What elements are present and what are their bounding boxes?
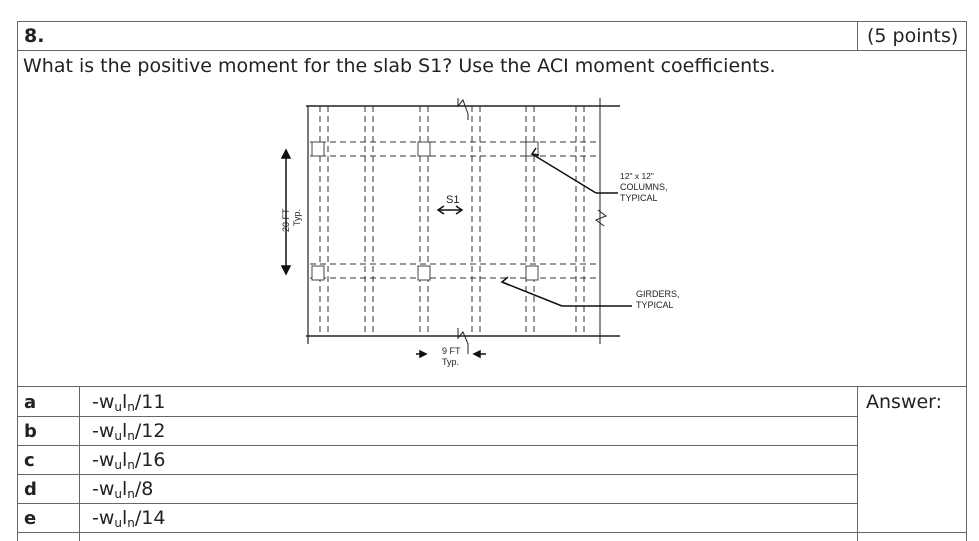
question-number: 8. <box>24 25 45 47</box>
columns-label-3: TYPICAL <box>620 193 658 203</box>
spacing-label-2: Typ. <box>442 357 459 367</box>
columns-label-1: 12" x 12" <box>620 171 654 181</box>
points-label: (5 points) <box>867 25 959 47</box>
option-letter: a <box>24 392 37 413</box>
span-label-2: Typ. <box>292 209 302 226</box>
option-a[interactable]: -wuln/11 <box>92 391 166 414</box>
option-letter: b <box>24 421 37 442</box>
slab-label: S1 <box>446 194 459 206</box>
question-prompt: What is the positive moment for the slab… <box>23 55 776 77</box>
option-e[interactable]: -wuln/14 <box>92 507 166 530</box>
span-label-1: 20 FT <box>281 208 291 232</box>
answer-label: Answer: <box>866 391 943 413</box>
floor-plan-diagram: S1 12" x 12" COLUMNS, TYPICAL GIRDERS, T… <box>280 98 680 367</box>
option-letter: d <box>24 479 37 500</box>
option-d[interactable]: -wuln/8 <box>92 478 154 501</box>
option-letter: e <box>24 508 37 529</box>
option-b[interactable]: -wuln/12 <box>92 420 166 443</box>
option-letter: c <box>24 450 35 471</box>
columns-label-2: COLUMNS, <box>620 182 668 192</box>
spacing-label-1: 9 FT <box>442 346 461 356</box>
option-c[interactable]: -wuln/16 <box>92 449 166 472</box>
girders-label-1: GIRDERS, <box>636 289 680 299</box>
girders-label-2: TYPICAL <box>636 300 674 310</box>
